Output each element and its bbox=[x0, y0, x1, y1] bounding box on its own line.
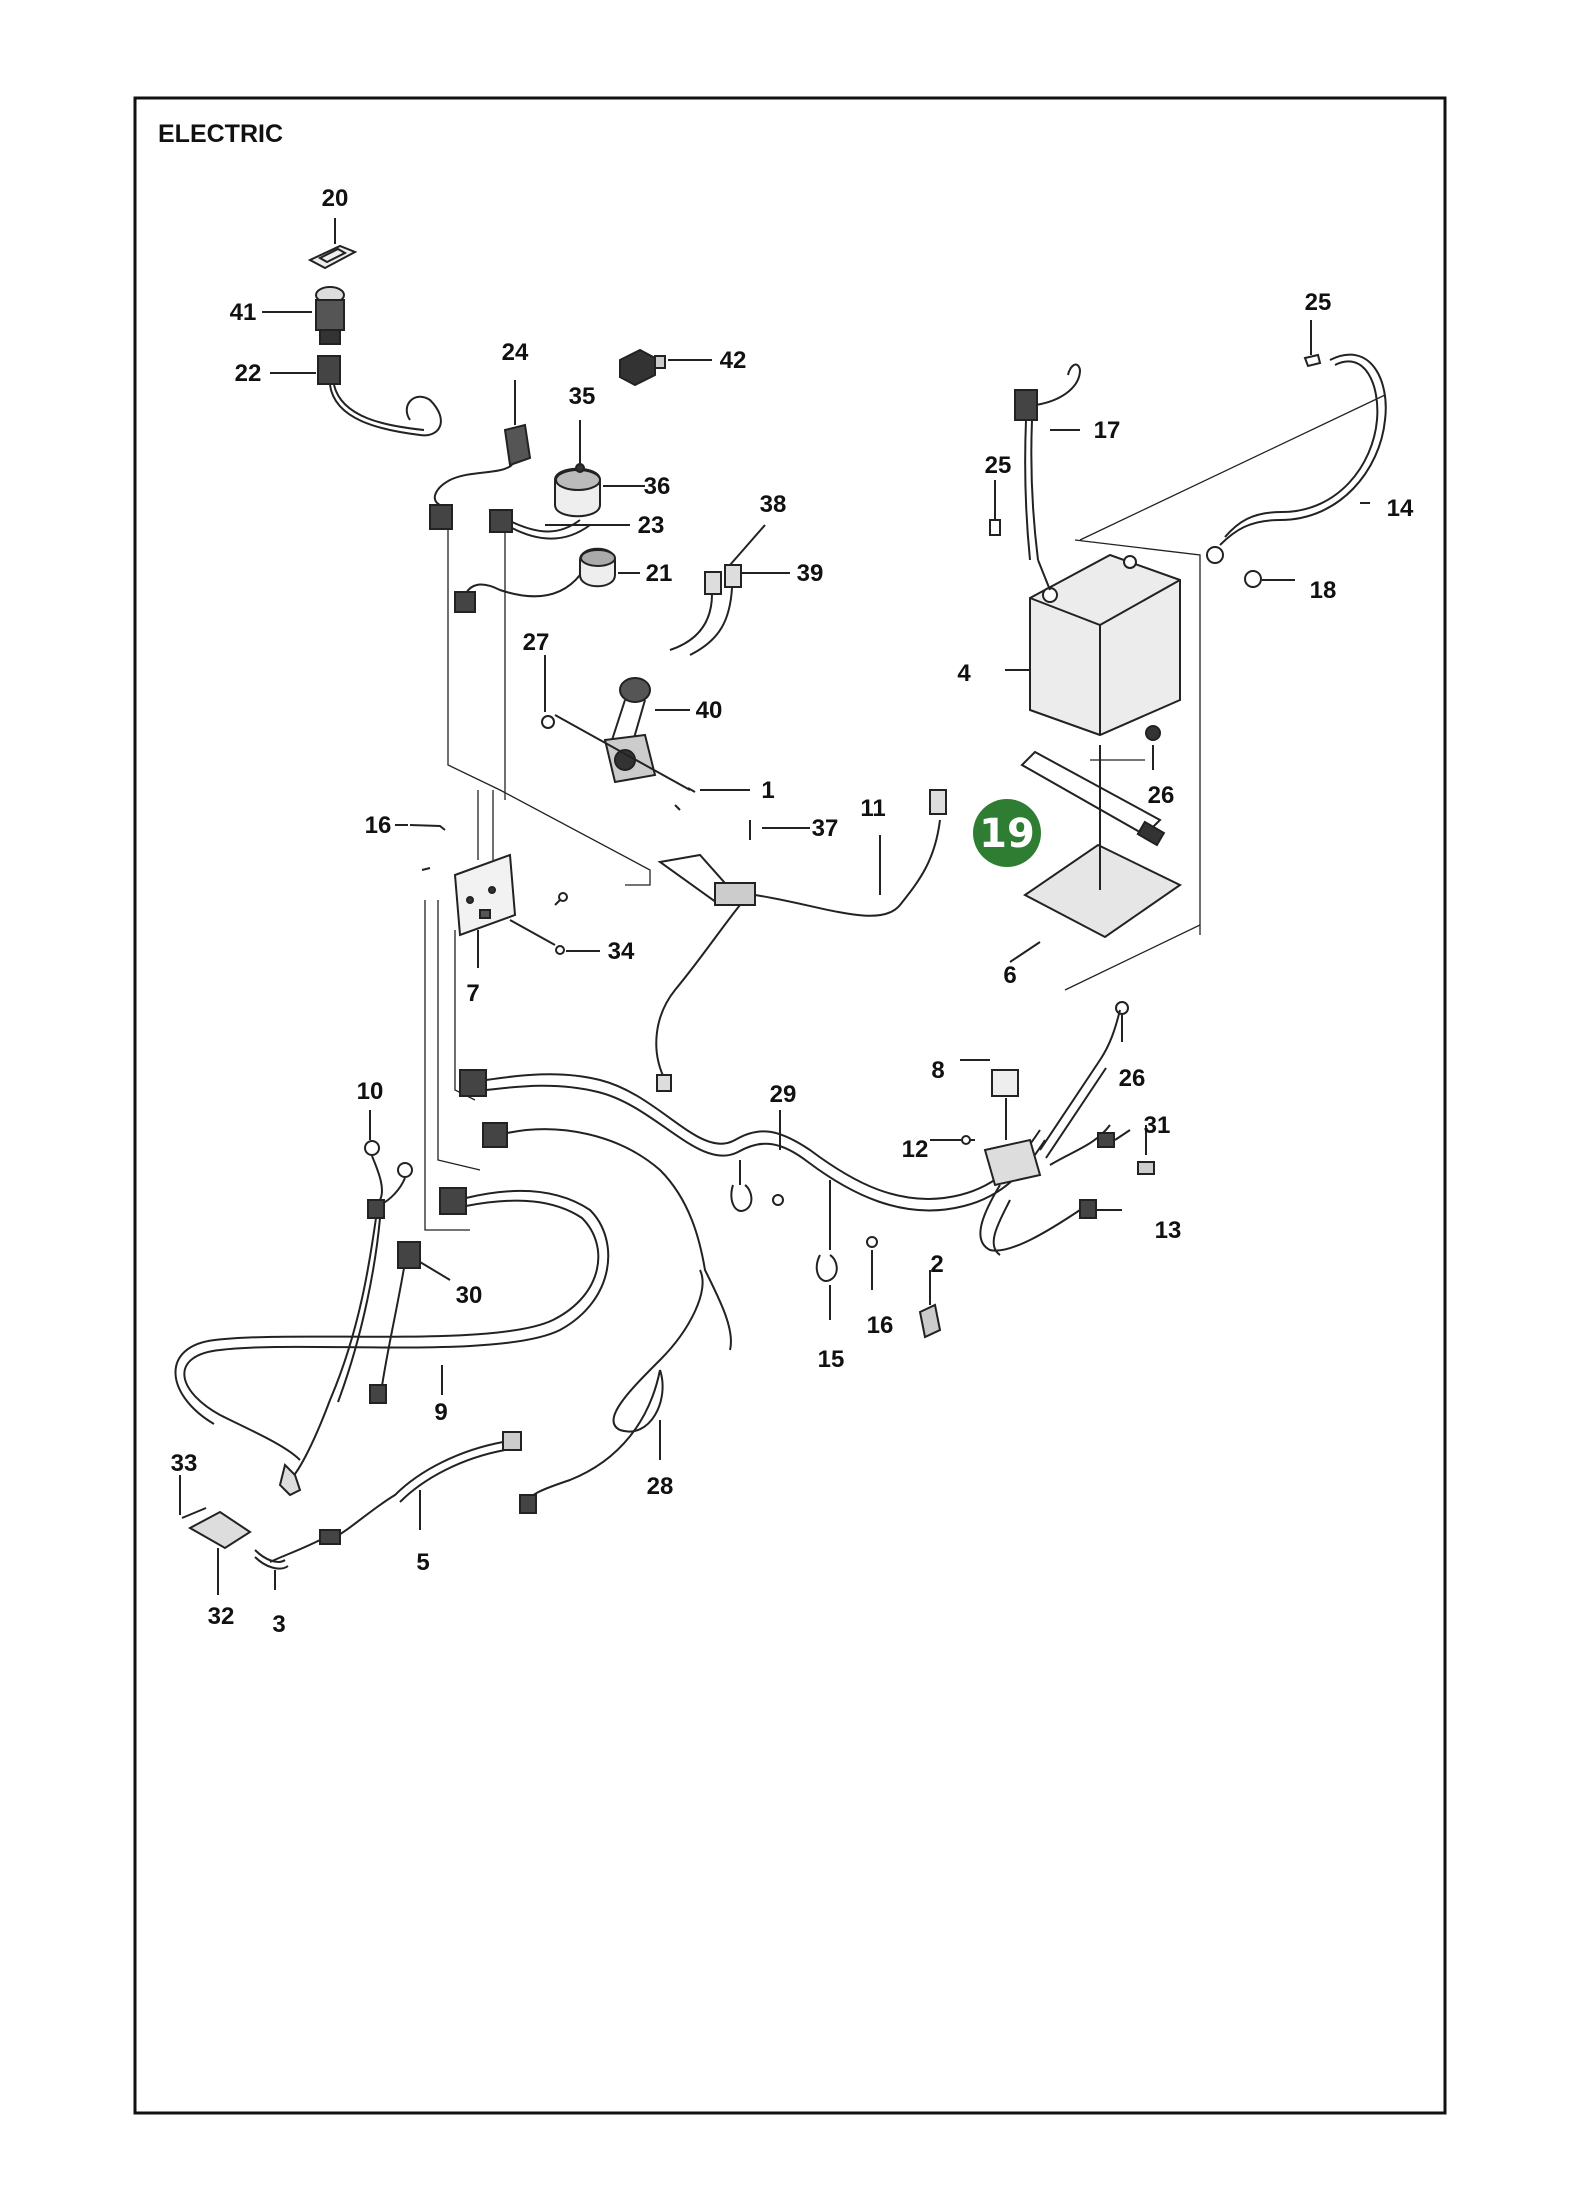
callout-25-left: 25 bbox=[985, 452, 1012, 479]
part-24-36-harness bbox=[429, 380, 645, 613]
callout-30: 30 bbox=[456, 1282, 483, 1309]
callout-31: 31 bbox=[1144, 1112, 1171, 1139]
part-14-cable bbox=[1206, 353, 1387, 588]
callout-10: 10 bbox=[357, 1078, 384, 1105]
part-22-harness bbox=[270, 355, 442, 437]
part-2-sensor bbox=[918, 1270, 942, 1339]
callout-12: 12 bbox=[902, 1136, 929, 1163]
part-10-30-harness bbox=[278, 1110, 451, 1497]
part-7-board bbox=[395, 824, 600, 968]
callout-39: 39 bbox=[797, 560, 824, 587]
callout-17: 17 bbox=[1094, 417, 1121, 444]
callout-4: 4 bbox=[957, 660, 971, 687]
callout-27: 27 bbox=[523, 629, 550, 656]
callout-22: 22 bbox=[235, 360, 262, 387]
part-5-harness bbox=[269, 1431, 522, 1563]
callout-16-bottom: 16 bbox=[867, 1312, 894, 1339]
part-9-28-harness bbox=[174, 1122, 732, 1514]
part-40-switch bbox=[541, 655, 750, 811]
part-11-harness bbox=[655, 789, 947, 1092]
callout-16-top: 16 bbox=[365, 812, 392, 839]
callout-18: 18 bbox=[1310, 577, 1337, 604]
highlight-badge-19[interactable]: 19 bbox=[973, 799, 1041, 867]
part-32-33-3 bbox=[179, 1475, 289, 1595]
callout-1: 1 bbox=[761, 777, 774, 804]
callout-21: 21 bbox=[646, 560, 673, 587]
callout-11: 11 bbox=[860, 795, 885, 822]
callout-13: 13 bbox=[1155, 1217, 1182, 1244]
part-19-strap bbox=[1009, 745, 1182, 963]
callout-37: 37 bbox=[812, 815, 839, 842]
callout-35: 35 bbox=[569, 383, 596, 410]
callout-9: 9 bbox=[434, 1399, 447, 1426]
part-42-connector bbox=[619, 348, 712, 387]
callout-3: 3 bbox=[272, 1611, 285, 1638]
callout-6: 6 bbox=[1003, 962, 1016, 989]
callout-8: 8 bbox=[931, 1057, 944, 1084]
callout-41: 41 bbox=[230, 299, 257, 326]
part-17-cable bbox=[1014, 363, 1082, 591]
part-25-bolts bbox=[989, 320, 1322, 536]
callout-29: 29 bbox=[770, 1081, 797, 1108]
callout-28: 28 bbox=[647, 1473, 674, 1500]
part-29-harness bbox=[459, 1009, 1155, 1320]
callout-33: 33 bbox=[171, 1450, 198, 1477]
callout-20: 20 bbox=[322, 185, 349, 212]
diagram-title: ELECTRIC bbox=[158, 120, 283, 148]
callout-34: 34 bbox=[608, 938, 635, 965]
callout-15: 15 bbox=[818, 1346, 845, 1373]
callout-24: 24 bbox=[502, 339, 529, 366]
callout-26-upper: 26 bbox=[1148, 782, 1175, 809]
callout-26-lower: 26 bbox=[1119, 1065, 1146, 1092]
callout-5: 5 bbox=[416, 1549, 429, 1576]
callout-14: 14 bbox=[1387, 495, 1414, 522]
part-26-nuts bbox=[1115, 725, 1161, 1042]
callout-23: 23 bbox=[638, 512, 665, 539]
guide-lines bbox=[424, 394, 1386, 1231]
part-38-39-harness bbox=[669, 524, 790, 656]
callout-labels: 20 41 22 24 42 35 36 23 21 38 39 27 40 1… bbox=[171, 185, 1414, 1638]
callout-38: 38 bbox=[760, 491, 787, 518]
page-frame bbox=[133, 96, 1447, 2115]
part-41-button bbox=[262, 286, 345, 345]
callout-2: 2 bbox=[930, 1251, 943, 1278]
callout-25-right: 25 bbox=[1305, 289, 1332, 316]
callout-32: 32 bbox=[208, 1603, 235, 1630]
callout-40: 40 bbox=[696, 697, 723, 724]
callout-42: 42 bbox=[720, 347, 747, 374]
part-4-battery bbox=[1005, 553, 1181, 737]
callout-7: 7 bbox=[466, 980, 479, 1007]
badge-circle bbox=[973, 799, 1041, 867]
callout-36: 36 bbox=[644, 473, 671, 500]
badge-label: 19 bbox=[979, 811, 1035, 857]
part-20-seal bbox=[307, 218, 358, 270]
